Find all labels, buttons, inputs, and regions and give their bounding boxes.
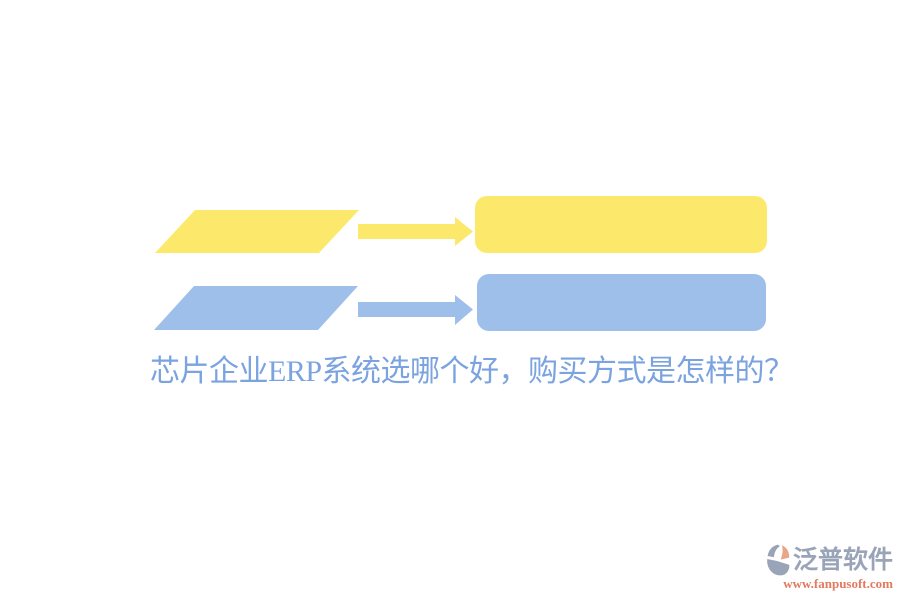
logo-name: 泛普软件 [792,547,893,574]
fanpu-logo-row: 泛普软件 [766,544,893,577]
yellow-arrow-right-icon [358,217,473,246]
logo-crescent-shape [767,544,780,558]
blue-rounded-box [477,274,766,331]
logo-url: www.fanpusoft.com [783,576,893,591]
fanpu-logo: 泛普软件 www.fanpusoft.com [766,544,893,591]
page-title: 芯片企业ERP系统选哪个好，购买方式是怎样的？ [150,355,794,388]
flow-row-yellow [155,196,767,253]
logo-petal-shape [780,545,790,560]
logo-base-shape [767,559,790,576]
flow-row-blue [154,274,766,331]
yellow-parallelogram [155,210,359,253]
blue-parallelogram [154,286,358,330]
yellow-rounded-box [475,196,767,253]
blue-arrow-right-icon [358,295,473,325]
fanpu-logo-icon [767,544,790,576]
